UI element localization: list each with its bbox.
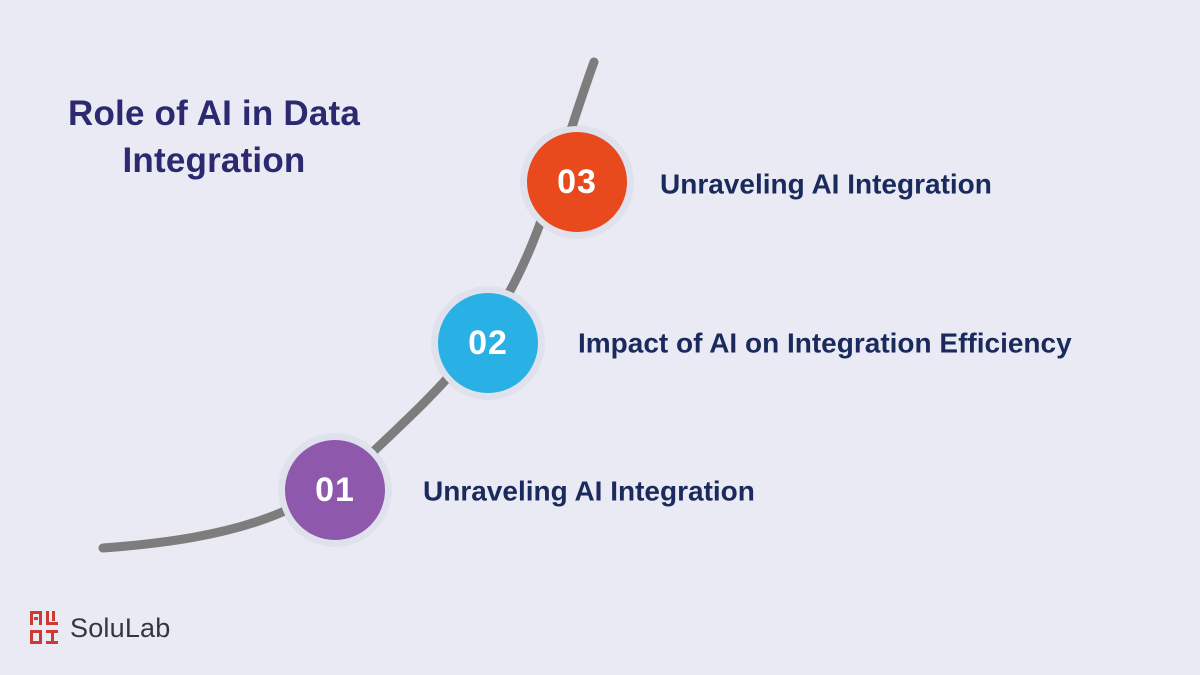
step-01-number: 01 (315, 470, 355, 509)
step-02-label: Impact of AI on Integration Efficiency (578, 327, 1072, 359)
step-03-number: 03 (557, 162, 597, 201)
step-02-number: 02 (468, 323, 508, 362)
page-title-line1: Role of AI in Data (67, 94, 361, 133)
solulab-logo-icon (30, 611, 58, 644)
page-title-line2: Integration (122, 141, 306, 180)
page-title: Role of AI in Data Integration (28, 90, 400, 184)
step-01-label: Unraveling AI Integration (423, 475, 755, 507)
solulab-logo: SoluLab (30, 611, 171, 645)
step-01-circle: 01 (279, 434, 391, 546)
step-02-circle: 02 (432, 287, 544, 399)
solulab-logo-text: SoluLab (70, 612, 171, 643)
step-03-circle: 03 (521, 126, 633, 238)
step-03-label: Unraveling AI Integration (660, 168, 992, 200)
